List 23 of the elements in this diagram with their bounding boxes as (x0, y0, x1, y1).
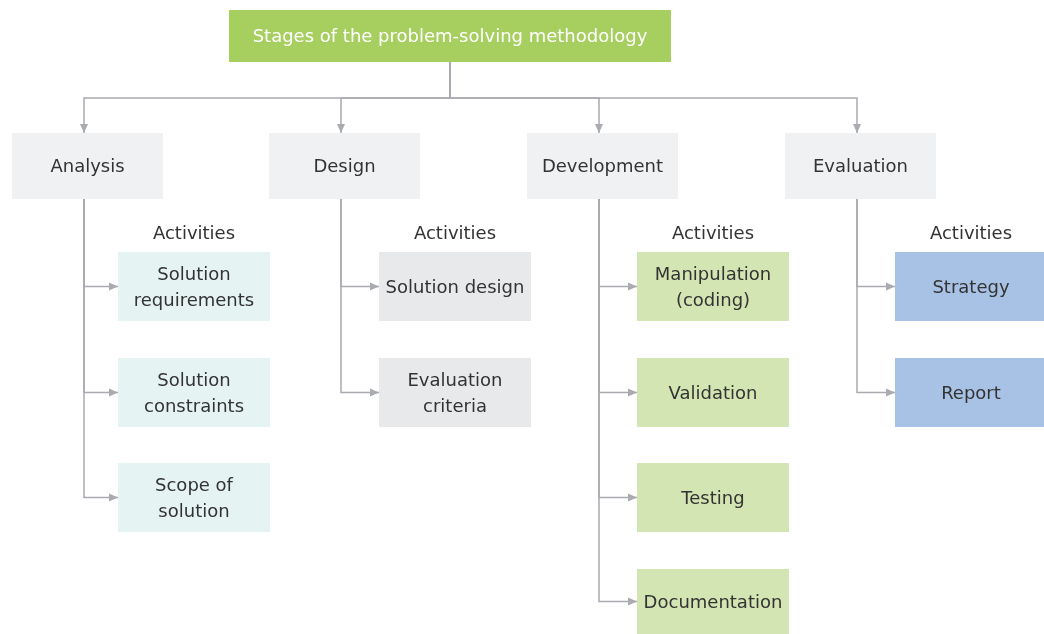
section-label: Activities (928, 222, 1014, 243)
stage-box: Analysis (12, 133, 163, 199)
activity-box: Report (895, 358, 1044, 427)
connector-arrow (856, 198, 896, 397)
connector-arrow (340, 198, 380, 397)
stage-box: Development (527, 133, 678, 199)
stage-box: Design (269, 133, 420, 199)
section-label: Activities (412, 222, 498, 243)
connector-arrow (83, 198, 119, 502)
section-label: Activities (670, 222, 756, 243)
activity-box: Testing (637, 463, 789, 532)
activity-box: Manipulation (coding) (637, 252, 789, 321)
activity-box: Strategy (895, 252, 1044, 321)
activity-box: Validation (637, 358, 789, 427)
stage-box: Evaluation (785, 133, 936, 199)
activity-box: Documentation (637, 569, 789, 634)
section-label: Activities (151, 222, 237, 243)
activity-box: Solution requirements (118, 252, 270, 321)
activity-box: Solution design (379, 252, 531, 321)
activity-box: Solution constraints (118, 358, 270, 427)
title-box: Stages of the problem-solving methodology (229, 10, 671, 62)
activity-box: Evaluation criteria (379, 358, 531, 427)
activity-box: Scope of solution (118, 463, 270, 532)
